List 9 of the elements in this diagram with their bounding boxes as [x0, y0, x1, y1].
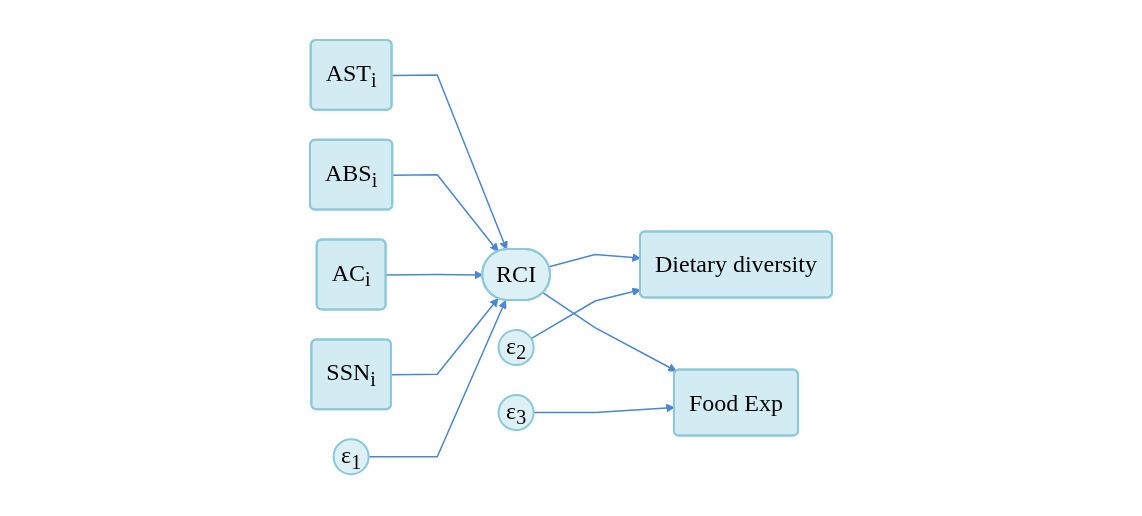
arrow: [530, 287, 641, 340]
node-circle: ε$_{2}$: [497, 328, 535, 366]
node-circle: ε$_{1}$: [332, 437, 370, 475]
arrow: [390, 297, 499, 376]
arrow: [548, 252, 641, 268]
arrow: [392, 173, 499, 252]
arrow: [391, 73, 508, 250]
node-circle: ε$_{3}$: [497, 393, 535, 431]
arrow: [542, 291, 677, 372]
